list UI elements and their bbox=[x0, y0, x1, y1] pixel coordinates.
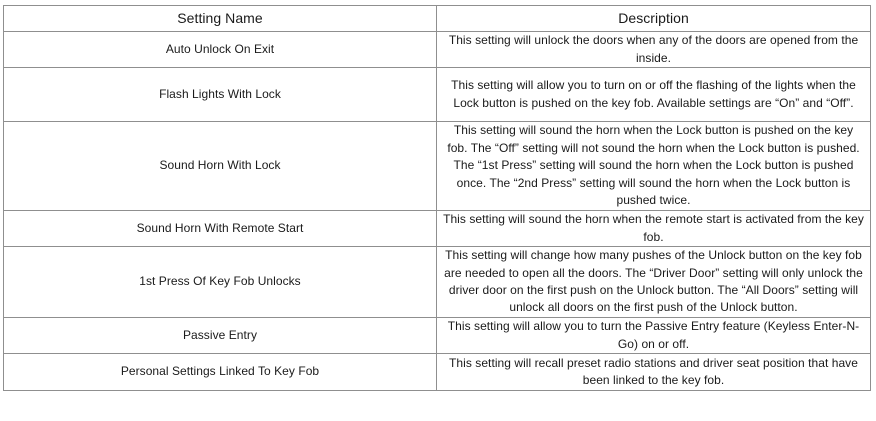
setting-name-cell: Sound Horn With Lock bbox=[3, 121, 437, 211]
setting-name-cell: Auto Unlock On Exit bbox=[3, 31, 437, 68]
description-cell: This setting will sound the horn when th… bbox=[436, 210, 871, 247]
setting-name-cell: Personal Settings Linked To Key Fob bbox=[3, 353, 437, 391]
description-cell: This setting will allow you to turn on o… bbox=[436, 67, 871, 122]
settings-table: Setting Name Description Auto Unlock On … bbox=[3, 5, 871, 391]
setting-name-cell: Sound Horn With Remote Start bbox=[3, 210, 437, 247]
header-description: Description bbox=[436, 5, 871, 32]
table-row: Personal Settings Linked To Key Fob This… bbox=[3, 353, 871, 391]
description-cell: This setting will recall preset radio st… bbox=[436, 353, 871, 391]
table-row: Passive Entry This setting will allow yo… bbox=[3, 317, 871, 354]
description-cell: This setting will change how many pushes… bbox=[436, 246, 871, 318]
setting-name-cell: Passive Entry bbox=[3, 317, 437, 354]
table-header-row: Setting Name Description bbox=[3, 5, 871, 32]
description-cell: This setting will unlock the doors when … bbox=[436, 31, 871, 68]
description-cell: This setting will sound the horn when th… bbox=[436, 121, 871, 211]
table-row: Sound Horn With Remote Start This settin… bbox=[3, 210, 871, 247]
setting-name-cell: 1st Press Of Key Fob Unlocks bbox=[3, 246, 437, 318]
setting-name-cell: Flash Lights With Lock bbox=[3, 67, 437, 122]
table-row: 1st Press Of Key Fob Unlocks This settin… bbox=[3, 246, 871, 318]
settings-table-container: Setting Name Description Auto Unlock On … bbox=[3, 5, 871, 391]
table-row: Flash Lights With Lock This setting will… bbox=[3, 67, 871, 122]
header-setting-name: Setting Name bbox=[3, 5, 437, 32]
table-row: Sound Horn With Lock This setting will s… bbox=[3, 121, 871, 211]
table-row: Auto Unlock On Exit This setting will un… bbox=[3, 31, 871, 68]
description-cell: This setting will allow you to turn the … bbox=[436, 317, 871, 354]
